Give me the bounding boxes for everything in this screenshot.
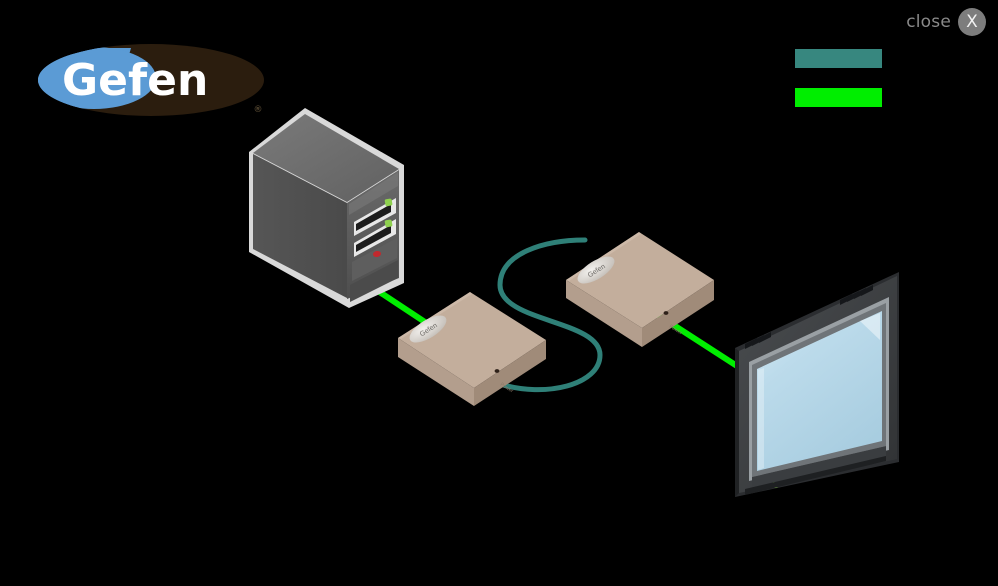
flat-panel-display [735, 272, 899, 497]
gefen-logo: Gefen ® [36, 42, 266, 118]
optical-drive-bay-2 [354, 219, 396, 257]
sender-power-label: Power [499, 382, 514, 395]
sender-to-receiver-cable [497, 237, 603, 393]
power-button-panel[interactable] [352, 238, 397, 281]
logo-wordmark: Gefen [62, 55, 208, 106]
sender-gefen-badge: Gefen [409, 315, 447, 343]
close-label: close [906, 12, 951, 32]
display-vent-slots [745, 285, 873, 349]
close-icon[interactable]: X [958, 8, 986, 36]
logo-registered-mark: ® [254, 105, 263, 115]
receiver-extender-unit: Gefen Power [566, 232, 714, 347]
logo-swoosh [38, 47, 156, 116]
optical-drive-bay-1 [354, 198, 396, 236]
cable-legend [795, 49, 883, 127]
close-button[interactable]: close X [906, 8, 986, 36]
receiver-power-label: Power [668, 324, 683, 337]
receiver-gefen-badge: Gefen [577, 256, 615, 284]
sender-extender-unit: Gefen Power [398, 292, 546, 406]
teal-cable-legend [795, 49, 882, 68]
green-cable-legend [795, 88, 882, 107]
computer-tower [249, 108, 404, 308]
